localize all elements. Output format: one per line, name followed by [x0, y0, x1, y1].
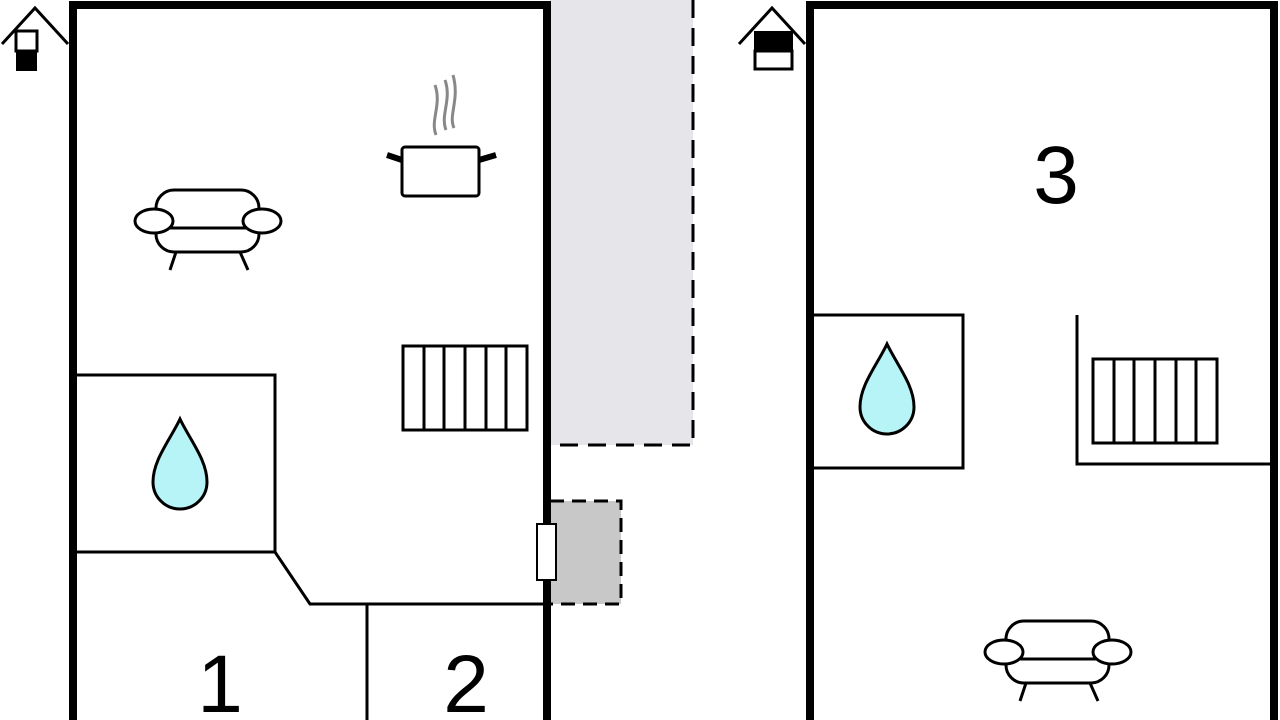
- room-label-2: 2: [443, 639, 489, 720]
- sofa-icon: [983, 619, 1133, 702]
- house-ground-floor-icon: [0, 5, 70, 71]
- ground-floor: [69, 1, 551, 720]
- sofa-icon: [133, 188, 283, 271]
- kitchen-pot-icon: [386, 74, 497, 198]
- room-label-3: 3: [1033, 130, 1079, 221]
- stairs-icon: [401, 344, 529, 432]
- entrance-dashed-border: [550, 499, 623, 606]
- stairs-icon: [1091, 357, 1219, 445]
- bathroom-drop-icon: [151, 415, 209, 511]
- entrance-area: [550, 501, 621, 604]
- terrace-dashed-border: [550, 0, 695, 447]
- terrace-area: [550, 0, 693, 445]
- bathroom-drop-icon: [858, 340, 916, 436]
- entrance-door[interactable]: [536, 523, 557, 581]
- upper-floor: [806, 1, 1278, 720]
- house-upper-floor-icon: [737, 5, 807, 71]
- room-label-1: 1: [197, 639, 243, 720]
